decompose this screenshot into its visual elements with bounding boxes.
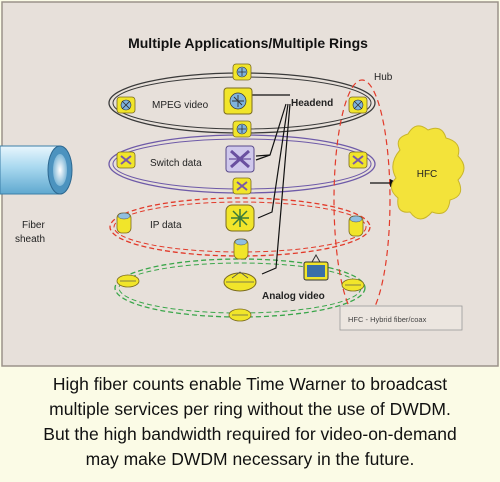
label-switch-data: Switch data <box>150 158 202 169</box>
node-analog-bottom <box>228 308 252 322</box>
node-switch-headend <box>225 145 255 173</box>
hub-boundary <box>333 79 391 321</box>
node-switch-bottom <box>232 177 252 195</box>
label-mpeg-video: MPEG video <box>152 100 209 111</box>
legend-text: HFC - Hybrid fiber/coax <box>348 315 427 324</box>
caption-line: multiple services per ring without the u… <box>49 399 451 419</box>
hfc-cloud <box>391 125 465 220</box>
label-ip-data: IP data <box>150 220 182 231</box>
node-ip-bottom <box>233 238 249 260</box>
node-ip-right <box>348 215 364 237</box>
hfc-label: HFC <box>417 169 438 180</box>
fiber-sheath-label-line2: sheath <box>15 234 45 245</box>
node-ip-headend <box>225 204 255 232</box>
fiber-cable <box>0 145 73 195</box>
network-diagram: Multiple Applications/Multiple Rings Fib… <box>0 1 499 367</box>
caption-line: But the high bandwidth required for vide… <box>43 424 457 444</box>
node-mpeg-bottom <box>232 120 252 138</box>
diagram-title: Multiple Applications/Multiple Rings <box>128 35 368 51</box>
caption-line: may make DWDM necessary in the future. <box>85 449 415 469</box>
node-switch-left <box>116 151 136 169</box>
node-analog-left <box>116 274 140 288</box>
node-mpeg-top <box>232 63 252 81</box>
figure-caption: High fiber counts enable Time Warner to … <box>8 372 492 478</box>
node-mpeg-left <box>116 96 136 114</box>
node-mpeg-right <box>348 96 368 114</box>
fiber-sheath-label-line1: Fiber <box>22 220 45 231</box>
node-switch-right <box>348 151 368 169</box>
node-mpeg-headend <box>223 87 253 115</box>
node-analog-headend <box>223 271 257 292</box>
node-ip-left <box>116 212 132 234</box>
tv-icon <box>303 253 329 281</box>
hub-label: Hub <box>374 72 393 83</box>
caption-line: High fiber counts enable Time Warner to … <box>52 374 448 394</box>
headend-connectors <box>252 94 291 275</box>
label-headend: Headend <box>291 98 333 109</box>
legend-box <box>339 305 463 331</box>
label-analog-video: Analog video <box>262 291 325 302</box>
node-analog-right <box>341 278 365 292</box>
